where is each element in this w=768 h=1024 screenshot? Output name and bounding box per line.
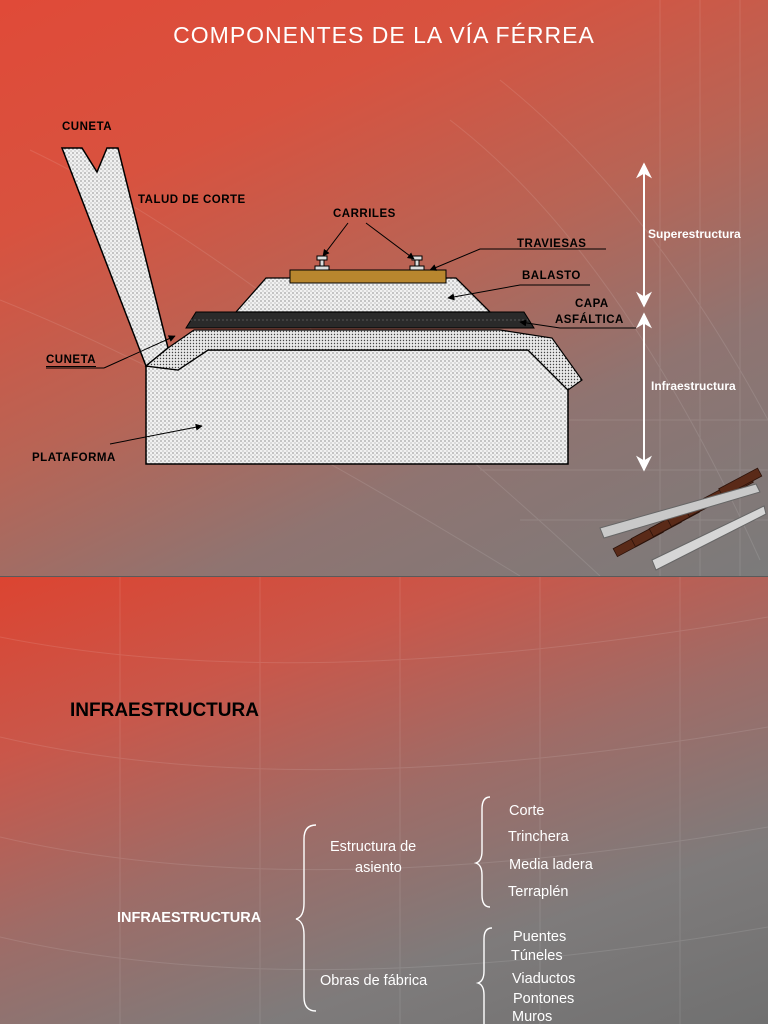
list-item-muros: Muros — [512, 1009, 553, 1024]
list-item-media-ladera: Media ladera — [509, 857, 593, 873]
list-item-pontones: Pontones — [513, 991, 575, 1007]
list-item-viaductos: Viaductos — [512, 971, 576, 987]
slide-components: COMPONENTES DE LA VÍA FÉRREA — [0, 0, 768, 576]
slide-divider — [0, 576, 768, 577]
list-item-puentes: Puentes — [513, 929, 567, 945]
label-capa: CAPA — [575, 298, 609, 310]
list-item-corte: Corte — [509, 803, 545, 819]
root-brace — [295, 824, 317, 1012]
label-plataforma: PLATAFORMA — [32, 452, 116, 464]
label-asfaltica: ASFÁLTICA — [555, 314, 624, 326]
label-carriles: CARRILES — [333, 208, 396, 220]
root-label: INFRAESTRUCTURA — [117, 910, 262, 926]
label-infraestructura: Infraestructura — [651, 379, 736, 393]
branch1-brace — [473, 796, 491, 908]
subgrade-layer — [144, 329, 583, 391]
slide-infraestructura: INFRAESTRUCTURA INFRAESTRUCTURA Estructu… — [0, 577, 768, 1024]
label-talud-de-corte: TALUD DE CORTE — [138, 194, 246, 206]
branch2-label: Obras de fábrica — [320, 973, 428, 989]
track-cross-section-diagram — [46, 147, 767, 571]
list-item-tuneles: Túneles — [511, 948, 563, 964]
ballast — [234, 277, 492, 313]
label-traviesas: TRAVIESAS — [517, 238, 587, 250]
slide-title: COMPONENTES DE LA VÍA FÉRREA — [173, 22, 595, 48]
label-superestructura: Superestructura — [648, 227, 741, 241]
label-balasto: BALASTO — [522, 270, 581, 282]
branch2-brace — [475, 927, 493, 1024]
rail-left — [314, 255, 330, 271]
list-item-trinchera: Trinchera — [508, 829, 569, 845]
section-heading: INFRAESTRUCTURA — [70, 700, 259, 721]
rail-right — [409, 255, 425, 271]
label-cuneta-bottom: CUNETA — [46, 354, 97, 367]
classification-braces — [295, 796, 493, 1024]
label-cuneta-top: CUNETA — [62, 121, 113, 133]
branch1-line2: asiento — [355, 860, 402, 876]
platform-body — [145, 349, 569, 465]
branch1-line1: Estructura de — [330, 839, 417, 855]
background-texture-2 — [0, 577, 768, 1024]
sleeper — [289, 269, 447, 284]
list-item-terraplen: Terraplén — [508, 884, 569, 900]
cut-slope — [60, 147, 169, 368]
track-illustration — [599, 467, 767, 571]
